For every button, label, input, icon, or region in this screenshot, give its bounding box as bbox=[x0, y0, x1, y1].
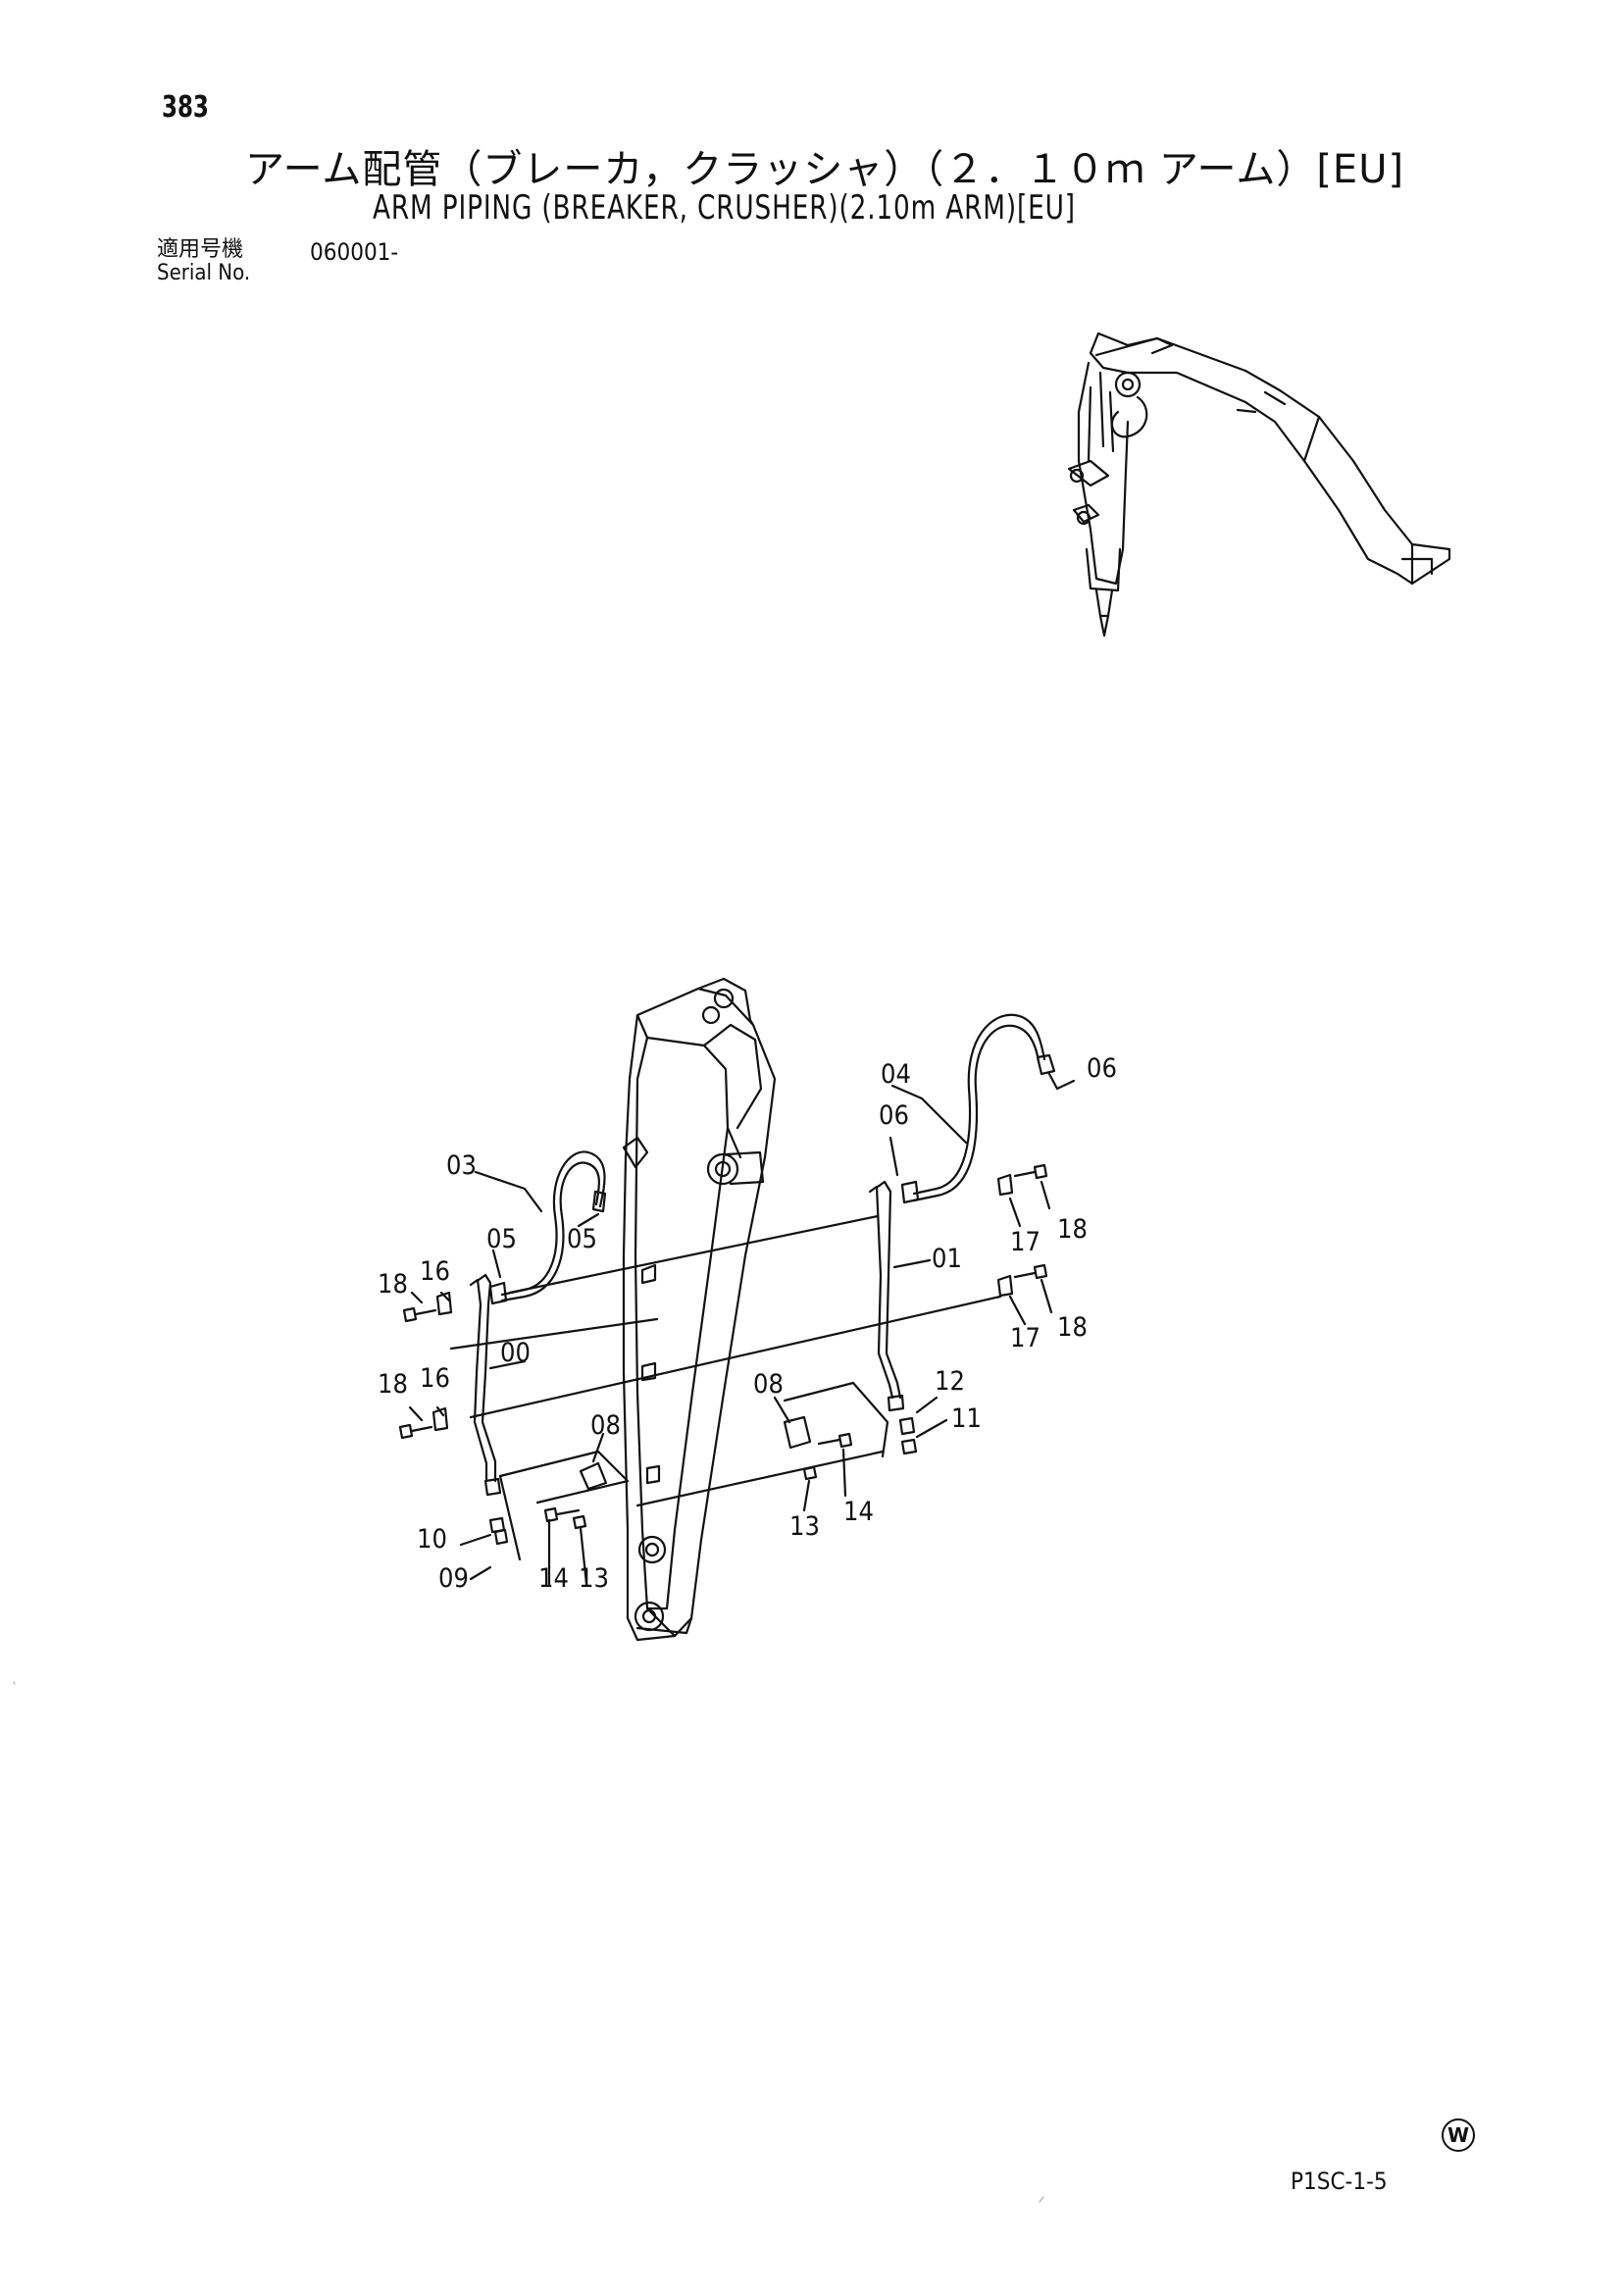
w-logo-icon: W bbox=[1442, 2118, 1475, 2152]
callout-08-left: 08 bbox=[590, 1410, 621, 1441]
callout-11: 11 bbox=[951, 1403, 982, 1434]
callout-17-a: 17 bbox=[1010, 1227, 1040, 1257]
main-arm-exploded-view bbox=[398, 977, 1076, 1642]
callout-05-right: 05 bbox=[567, 1224, 597, 1254]
callout-14-right: 14 bbox=[843, 1497, 874, 1527]
callout-08-right: 08 bbox=[753, 1369, 784, 1400]
callout-12: 12 bbox=[935, 1366, 965, 1397]
callout-06-left: 06 bbox=[879, 1100, 909, 1131]
title-japanese: アーム配管（ブレーカ，クラッシャ）（２．１０ｍ アーム）[EU] bbox=[245, 147, 1405, 192]
callout-labels: 03 05 05 00 18 16 18 16 08 10 09 14 13 0… bbox=[378, 1053, 1117, 1594]
callout-00: 00 bbox=[500, 1338, 531, 1368]
callout-18-c: 18 bbox=[1057, 1214, 1088, 1245]
callout-18-a: 18 bbox=[378, 1269, 408, 1300]
callout-18-b: 18 bbox=[378, 1369, 408, 1400]
serial-label-en: Serial No. bbox=[157, 261, 251, 285]
callout-05-left: 05 bbox=[486, 1224, 517, 1254]
callout-13-right: 13 bbox=[789, 1511, 820, 1542]
page-number: 383 bbox=[162, 90, 209, 125]
title-english: ARM PIPING (BREAKER, CRUSHER)(2.10m ARM)… bbox=[373, 188, 1076, 228]
callout-01: 01 bbox=[932, 1244, 962, 1274]
overview-arm-breaker-illustration bbox=[1067, 332, 1451, 638]
serial-label: 適用号機 Serial No. bbox=[157, 238, 250, 285]
callout-10: 10 bbox=[417, 1524, 447, 1555]
serial-label-jp: 適用号機 bbox=[157, 237, 244, 262]
callout-13-left: 13 bbox=[579, 1563, 609, 1594]
callout-04: 04 bbox=[881, 1059, 911, 1090]
callout-14-left: 14 bbox=[538, 1563, 569, 1594]
callout-16-a: 16 bbox=[420, 1256, 450, 1287]
callout-18-d: 18 bbox=[1057, 1312, 1088, 1343]
callout-09: 09 bbox=[438, 1563, 469, 1594]
callout-17-b: 17 bbox=[1010, 1323, 1040, 1353]
serial-value: 060001- bbox=[310, 238, 399, 266]
page-code: P1SC-1-5 bbox=[1291, 2168, 1388, 2195]
callout-03: 03 bbox=[446, 1150, 477, 1181]
callout-06-right: 06 bbox=[1087, 1053, 1117, 1084]
callout-16-b: 16 bbox=[420, 1363, 450, 1394]
